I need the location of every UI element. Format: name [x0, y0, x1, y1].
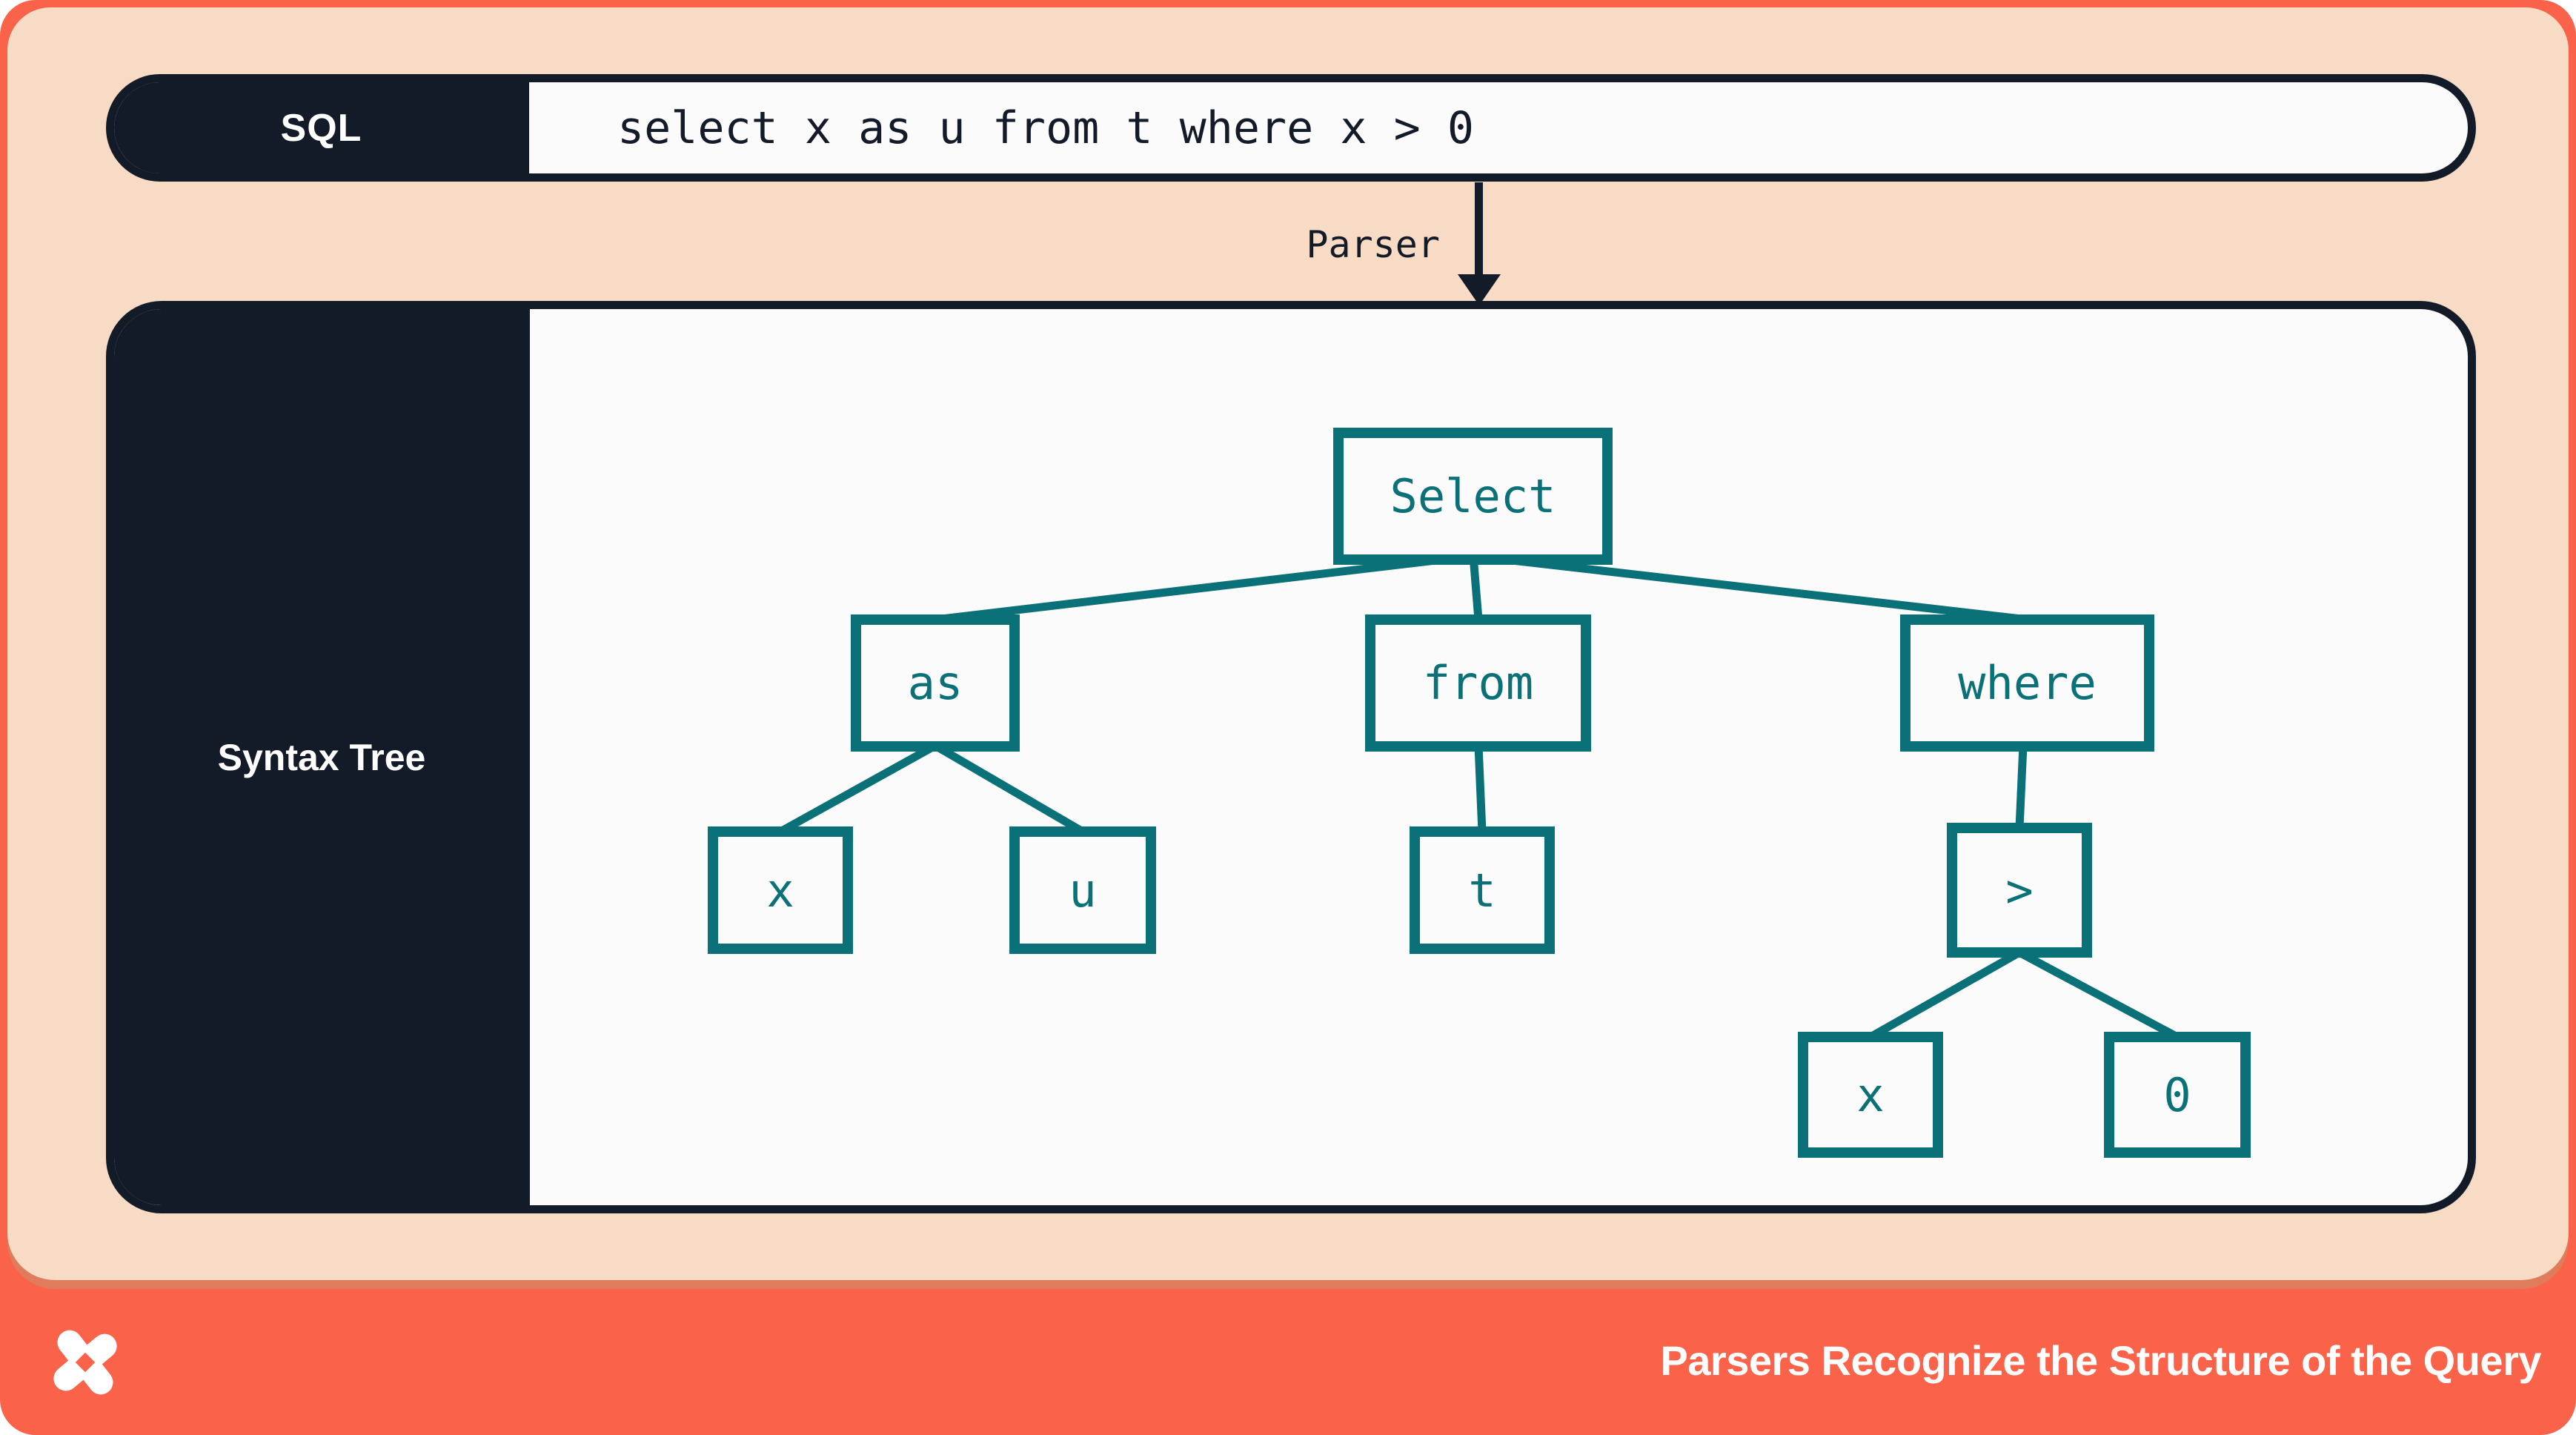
tree-node-u: u — [1009, 826, 1156, 954]
tree-node-zero: 0 — [2104, 1032, 2251, 1158]
sql-query-text: select x as u from t where x > 0 — [617, 102, 1474, 154]
parser-arrow-line — [1475, 182, 1483, 277]
sql-input-bar: SQL select x as u from t where x > 0 — [106, 74, 2476, 182]
slide-title: Parsers Recognize the Structure of the Q… — [1660, 1337, 2541, 1384]
sql-query-section: select x as u from t where x > 0 — [529, 82, 2468, 173]
parser-arrow-head-icon — [1458, 274, 1501, 305]
tree-node-x-operand: x — [1798, 1032, 1943, 1158]
tree-node-t: t — [1410, 826, 1555, 954]
syntax-tree-label: Syntax Tree — [217, 736, 426, 778]
tree-node-select: Select — [1333, 428, 1613, 565]
brand-logo-icon — [53, 1330, 117, 1395]
syntax-tree-panel: Syntax Tree — [106, 301, 2476, 1213]
tree-node-from: from — [1365, 614, 1591, 752]
sql-bar-label-section: SQL — [114, 82, 529, 173]
tree-node-gt-operator: > — [1947, 823, 2092, 958]
sql-bar-label: SQL — [280, 106, 362, 150]
tree-node-x-alias: x — [708, 826, 853, 954]
tree-node-as: as — [851, 614, 1020, 752]
tree-node-where: where — [1900, 614, 2154, 752]
parser-label: Parser — [1306, 223, 1440, 266]
syntax-tree-label-section: Syntax Tree — [114, 309, 530, 1205]
